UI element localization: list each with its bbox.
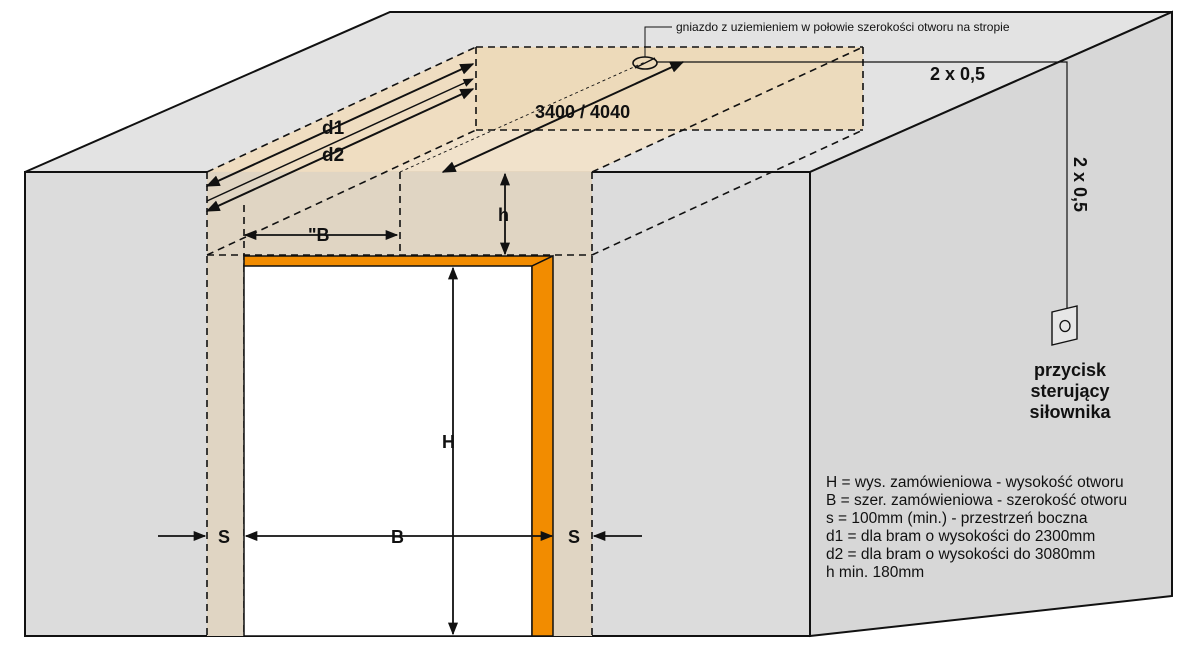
d1-label: d1	[322, 118, 345, 139]
legend-line: h min. 180mm	[826, 564, 924, 581]
svg-text:siłownika: siłownika	[1029, 402, 1111, 422]
frame-top	[243, 255, 554, 267]
H-label: H	[442, 432, 455, 452]
socket-note-leader	[644, 26, 672, 57]
legend-line: B = szer. zamówieniowa - szerokość otwor…	[826, 492, 1127, 509]
door-opening	[243, 263, 533, 637]
depth-label: 3400 / 4040	[535, 102, 630, 122]
d2-label: d2	[322, 145, 344, 166]
s-right-label: S	[568, 527, 580, 547]
frame-right	[531, 254, 554, 637]
d2-arrow	[205, 88, 475, 212]
d2-upper-arrow	[206, 78, 474, 202]
button-label: przycisk sterujący siłownika	[1029, 360, 1111, 422]
B-label: B	[391, 527, 404, 547]
cable-side-label: 2 x 0,5	[1070, 157, 1090, 212]
control-button-icon	[1051, 305, 1078, 346]
legend-line: d2 = dla bram o wysokości do 3080mm	[826, 546, 1095, 563]
legend-line: d1 = dla bram o wysokości do 2300mm	[826, 528, 1095, 545]
half-b-label: "B	[308, 225, 330, 245]
legend: H = wys. zamówieniowa - wysokość otworu …	[826, 474, 1127, 581]
legend-line: s = 100mm (min.) - przestrzeń boczna	[826, 510, 1088, 527]
h-label: h	[498, 205, 509, 225]
svg-text:przycisk: przycisk	[1034, 360, 1107, 380]
cable-top-label: 2 x 0,5	[930, 64, 985, 84]
svg-text:sterujący: sterujący	[1030, 381, 1109, 401]
s-left-label: S	[218, 527, 230, 547]
socket-note: gniazdo z uziemieniem w połowie szerokoś…	[676, 20, 1010, 34]
legend-line: H = wys. zamówieniowa - wysokość otworu	[826, 474, 1124, 491]
depth-arrow	[441, 61, 685, 173]
cable-line	[657, 61, 1068, 310]
